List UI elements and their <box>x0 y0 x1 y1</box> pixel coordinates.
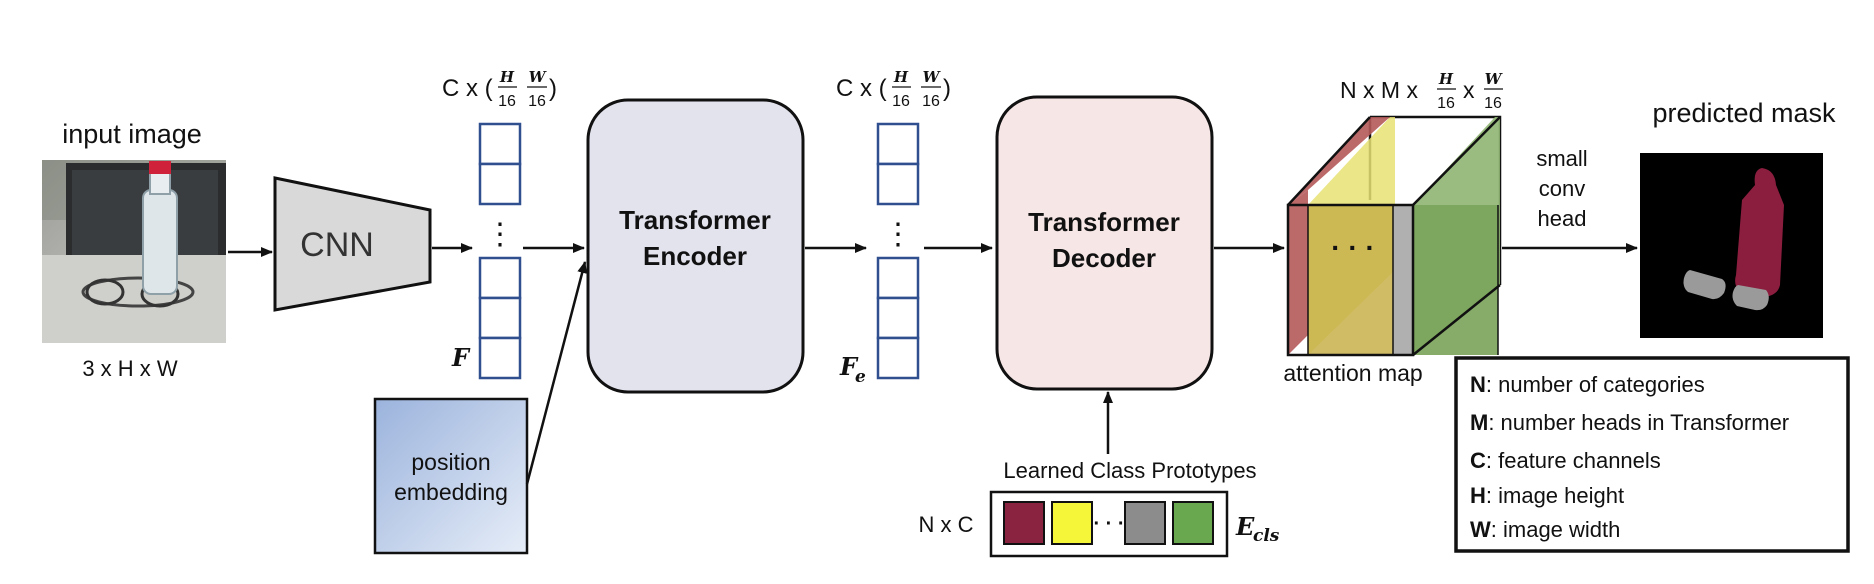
legend-item-n: N: number of categories <box>1470 372 1705 397</box>
head-line1: small <box>1536 146 1587 171</box>
head-line3: head <box>1538 206 1587 231</box>
attention-dims-den-h: 16 <box>1437 95 1455 112</box>
cnn-label: CNN <box>300 226 374 264</box>
cnn-block <box>273 176 432 312</box>
legend-item-m: M: number heads in Transformer <box>1470 410 1789 435</box>
encoder-line1: Transformer <box>619 205 771 235</box>
predicted-mask-title: predicted mask <box>1652 98 1836 128</box>
legend-item-h: H: image height <box>1470 483 1624 508</box>
predicted-mask-image <box>1640 153 1823 338</box>
position-embedding-line1: position <box>411 449 490 475</box>
prototypes-symbol-sub: cls <box>1253 526 1280 546</box>
input-image-title: input image <box>62 119 202 149</box>
position-embedding-line2: embedding <box>394 479 508 505</box>
feature-map-symbol: F <box>451 343 471 372</box>
encoded-dims-suffix: ) <box>943 75 951 102</box>
encoded-map-stack <box>876 122 920 380</box>
legend-key-w: W <box>1470 517 1491 542</box>
transformer-decoder-block <box>995 95 1214 391</box>
prototypes-symbol: E cls <box>1235 512 1280 546</box>
legend-text-c: : feature channels <box>1486 448 1661 473</box>
feature-dims-h: H <box>499 68 515 86</box>
feature-dims-w: W <box>529 68 548 86</box>
feature-dims-den-h: 16 <box>498 93 516 110</box>
feature-map-dots: ⋮ <box>485 218 515 251</box>
prototype-swatch-4 <box>1172 501 1214 545</box>
legend-box <box>1454 356 1850 553</box>
feature-map-dims: C x ( H 16 W 16 ) <box>442 68 557 110</box>
prototype-swatch-2 <box>1051 501 1093 545</box>
decoder-line2: Decoder <box>1052 243 1156 273</box>
attention-dims-mid: x <box>1463 77 1475 103</box>
attention-dims-w: W <box>1485 70 1504 88</box>
prototype-swatch-1 <box>1003 501 1045 545</box>
encoded-map-dims: C x ( H 16 W 16 ) <box>836 68 951 110</box>
encoder-line2: Encoder <box>643 241 747 271</box>
prototype-swatches <box>1003 501 1214 545</box>
attention-map-cube <box>1286 115 1502 357</box>
legend-key-c: C <box>1470 448 1486 473</box>
legend-key-m: M <box>1470 410 1488 435</box>
encoded-symbol-sub: e <box>855 367 866 387</box>
legend-items: N: number of categories M: number heads … <box>1470 372 1789 542</box>
attention-map-dims: N x M x H 16 x W 16 <box>1340 70 1504 112</box>
prototypes-dims: N x C <box>919 512 974 537</box>
legend-text-n: : number of categories <box>1486 372 1705 397</box>
feature-dims-suffix: ) <box>549 75 557 102</box>
encoded-map-dots: ⋮ <box>883 218 913 251</box>
prototypes-title: Learned Class Prototypes <box>1003 458 1256 483</box>
decoder-line1: Transformer <box>1028 207 1180 237</box>
head-line2: conv <box>1539 176 1585 201</box>
attention-dims-den-w: 16 <box>1484 95 1502 112</box>
arrow-position-to-encoder <box>525 261 588 485</box>
encoded-dims-den-h: 16 <box>892 93 910 110</box>
feature-dims-den-w: 16 <box>528 93 546 110</box>
feature-map-stack <box>478 122 522 380</box>
attention-slice-1-top <box>1288 117 1390 205</box>
legend-key-n: N <box>1470 372 1486 397</box>
attention-dims-prefix: N x M x <box>1340 77 1418 103</box>
input-image-dims: 3 x H x W <box>82 356 178 381</box>
prototypes-symbol-main: E <box>1235 512 1255 541</box>
attention-slice-2 <box>1308 205 1393 355</box>
encoded-map-symbol: F e <box>839 352 866 387</box>
legend-text-h: : image height <box>1486 483 1624 508</box>
attention-dims-h: H <box>1438 70 1454 88</box>
legend-item-w: W: image width <box>1470 517 1620 542</box>
encoded-dims-prefix: C x ( <box>836 75 887 102</box>
legend-item-c: C: feature channels <box>1470 448 1661 473</box>
attention-slice-1 <box>1288 190 1308 355</box>
legend-text-m: : number heads in Transformer <box>1488 410 1789 435</box>
legend-text-w: : image width <box>1491 517 1621 542</box>
encoded-dims-den-w: 16 <box>922 93 940 110</box>
transformer-encoder-block <box>586 98 805 394</box>
prototype-swatch-3 <box>1124 501 1166 545</box>
encoded-dims-w: W <box>923 68 942 86</box>
encoded-symbol-main: F <box>839 352 859 381</box>
position-embedding-block <box>373 397 529 555</box>
attention-map-label: attention map <box>1283 360 1422 386</box>
attention-slice-3 <box>1393 205 1413 355</box>
feature-dims-prefix: C x ( <box>442 75 493 102</box>
attention-slice-4 <box>1413 205 1498 355</box>
legend-key-h: H <box>1470 483 1486 508</box>
prototypes-dots: · · · <box>1093 513 1124 535</box>
input-photo <box>42 160 226 343</box>
encoded-dims-h: H <box>893 68 909 86</box>
attention-dots: · · · <box>1331 232 1375 263</box>
